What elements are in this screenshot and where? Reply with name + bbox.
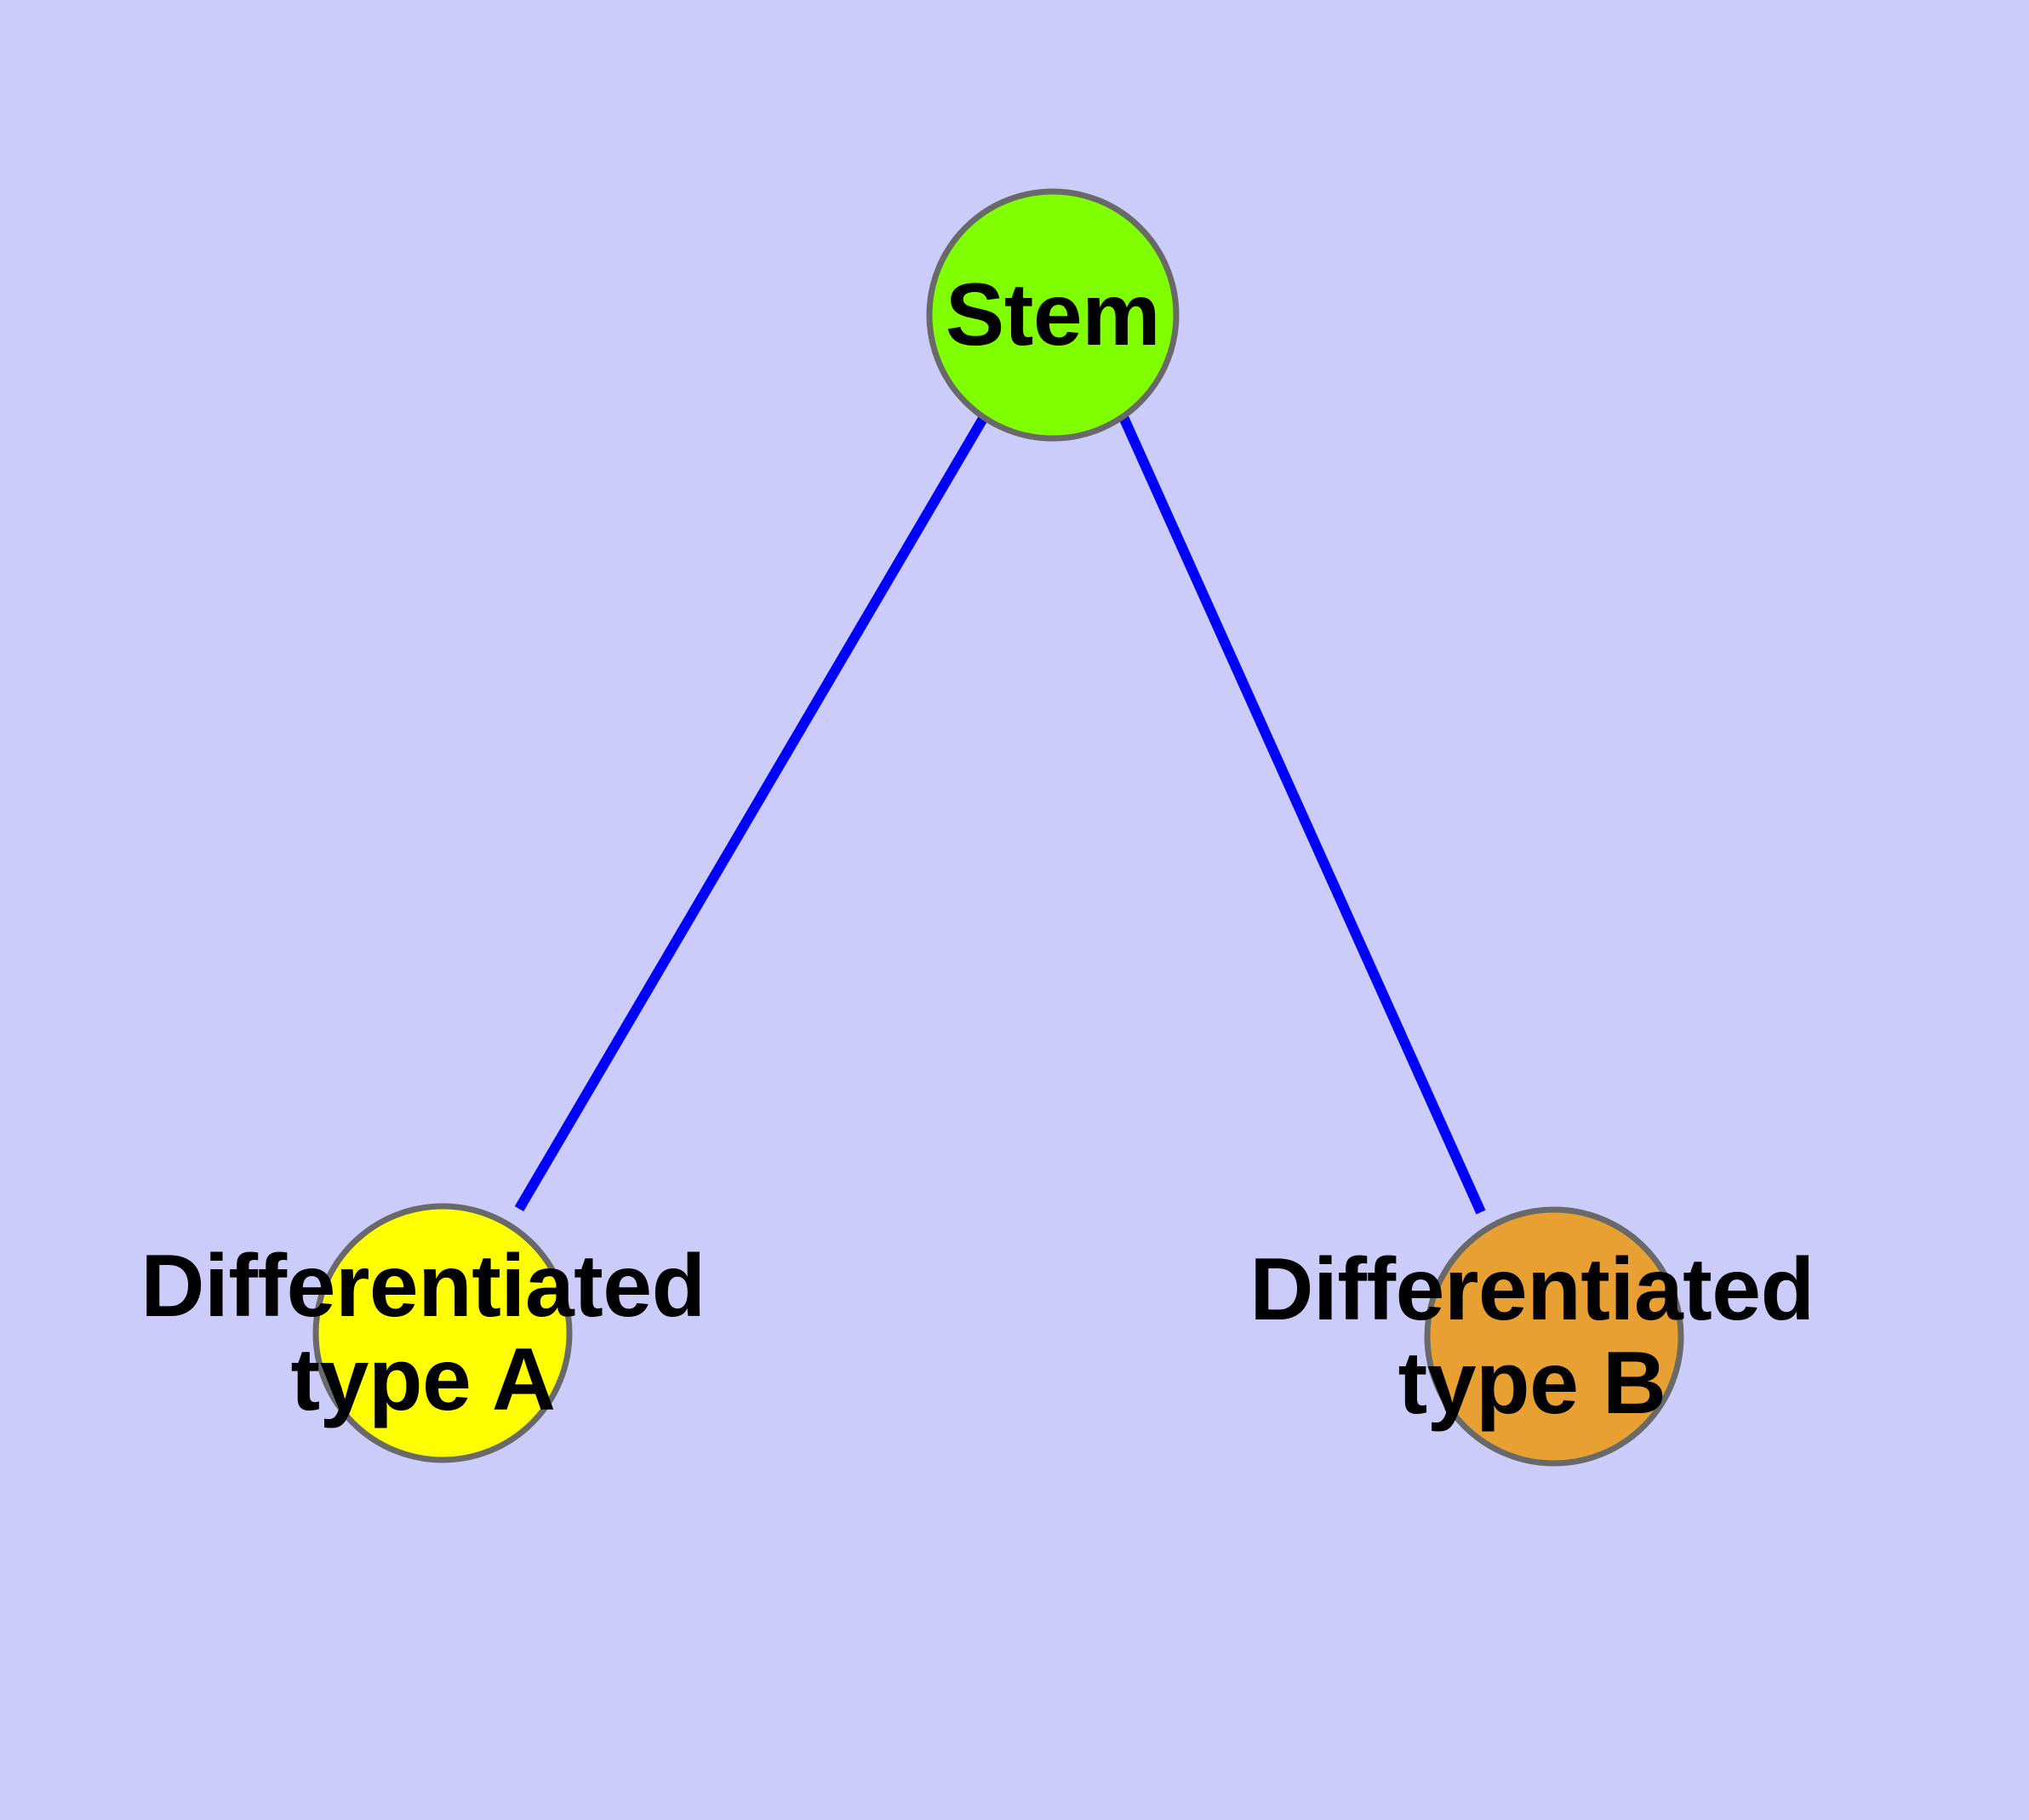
edge-stem-to-diff-b [1118,415,1486,1215]
edge-stem-to-diff-a [514,414,989,1212]
edge-layer [514,414,1486,1215]
node-circle-diff-b[interactable] [1424,1206,1684,1467]
node-layer [312,188,1684,1467]
node-circle-diff-a[interactable] [312,1203,573,1463]
node-circle-stem[interactable] [926,188,1180,442]
